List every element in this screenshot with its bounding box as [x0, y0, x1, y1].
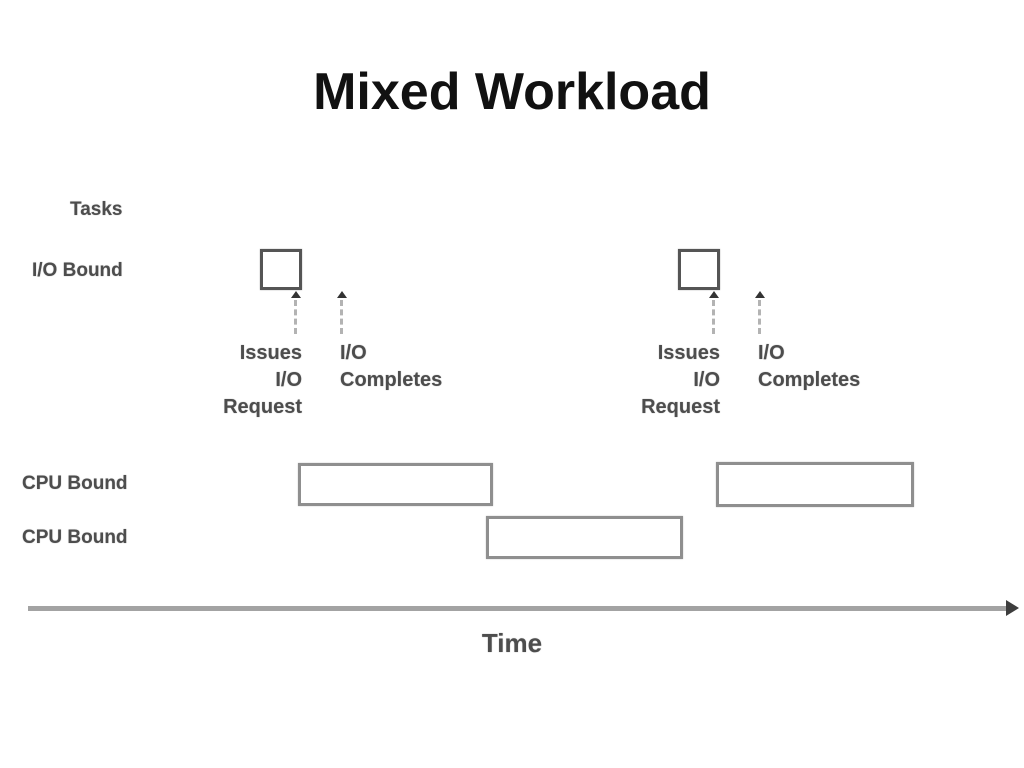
io-completes-label: I/O Completes — [758, 342, 861, 391]
dotted-line — [340, 300, 343, 334]
up-arrowhead-icon — [291, 291, 301, 298]
dotted-line — [712, 300, 715, 334]
issues-io-request-label: Issues I/O Request — [641, 342, 720, 418]
up-arrowhead-icon — [337, 291, 347, 298]
io-completes-arrow-icon — [755, 291, 765, 337]
slide-title: Mixed Workload — [313, 63, 711, 121]
io-task-box — [260, 249, 302, 290]
cpu-bound-row2-label: CPU Bound — [22, 527, 128, 548]
io-event-group-2: Issues I/O Request I/O Completes — [633, 249, 883, 424]
io-event-group-1: Issues I/O Request I/O Completes — [215, 249, 465, 424]
io-bound-row-label: I/O Bound — [32, 260, 123, 281]
dotted-line — [758, 300, 761, 334]
up-arrowhead-icon — [709, 291, 719, 298]
time-axis-arrowhead-icon — [1006, 600, 1019, 616]
issues-io-request-label: Issues I/O Request — [223, 342, 302, 418]
cpu-execution-block-1 — [298, 463, 493, 506]
cpu-execution-block-3 — [716, 462, 914, 507]
tasks-axis-label: Tasks — [70, 199, 123, 220]
time-axis-line — [28, 606, 1010, 611]
issues-io-request-arrow-icon — [291, 291, 301, 337]
io-task-box — [678, 249, 720, 290]
io-completes-arrow-icon — [337, 291, 347, 337]
cpu-bound-row1-label: CPU Bound — [22, 473, 128, 494]
issues-io-request-arrow-icon — [709, 291, 719, 337]
dotted-line — [294, 300, 297, 334]
cpu-execution-block-2 — [486, 516, 683, 559]
io-completes-label: I/O Completes — [340, 342, 443, 391]
up-arrowhead-icon — [755, 291, 765, 298]
time-axis-label: Time — [481, 628, 543, 658]
